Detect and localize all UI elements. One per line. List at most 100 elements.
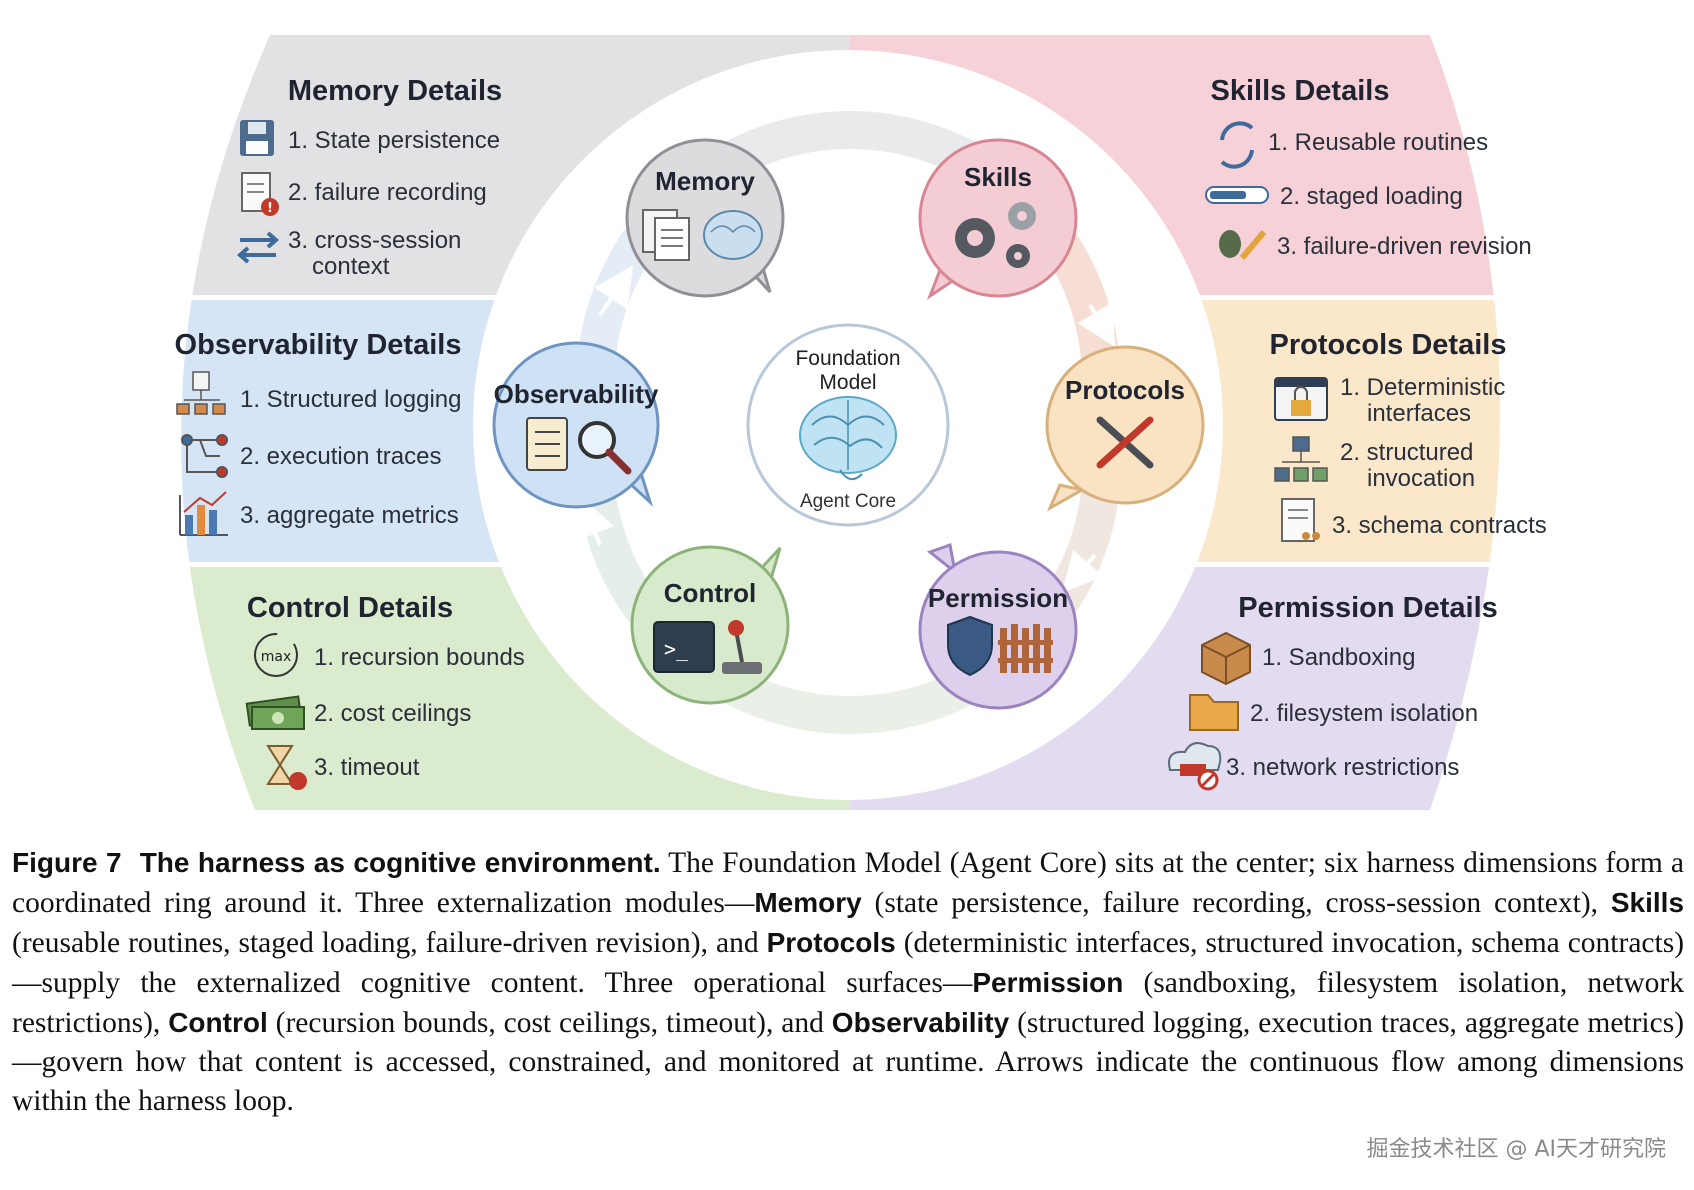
money-stack-icon [245,695,305,730]
gears-icon [955,202,1036,268]
progress-bar-icon [1205,186,1269,204]
magnifier-icon [578,421,632,475]
cloud-blocked-icon [1168,742,1222,791]
memory-item-1: 1. State persistence [288,127,500,154]
org-chart-icon [1274,436,1328,482]
skills-item-2: 2. staged loading [1280,183,1463,210]
permission-item-1: 1. Sandboxing [1262,644,1415,671]
caption-bold-control: Control [168,1007,268,1038]
protocols-item-1-cont: interfaces [1367,400,1471,427]
control-item-3: 3. timeout [314,754,420,781]
permission-item-3: 3. network restrictions [1226,754,1459,781]
caption-text-7: (structured logging, execution traces, a… [12,1007,1685,1117]
hierarchy-icon [176,371,226,415]
protocols-item-3: 3. schema contracts [1332,512,1547,539]
sync-arrows-icon [236,231,280,264]
protocols-bubble-label: Protocols [1065,375,1185,405]
protocols-item-2-cont: invocation [1367,465,1475,492]
harness-diagram: Foundation Model Agent Core Memory [175,35,1547,810]
svg-text:>_: >_ [664,637,689,661]
observability-bubble-label: Observability [494,379,659,409]
arrow-observability-to-memory [594,265,634,317]
figure-title: The harness as cognitive environment. [139,847,661,878]
folder-icon [1189,694,1239,731]
arrow-memory-to-skills [861,156,925,197]
control-bubble: Control >_ [630,545,790,705]
caption-text-4: (deterministic interfaces, structured in… [12,927,1685,999]
protocols-bubble: Protocols [1045,345,1205,512]
bug-pencil-icon [1219,230,1267,260]
skills-bubble-label: Skills [964,162,1032,192]
documents-icon [642,209,690,261]
caption-bold-skills: Skills [1610,887,1685,918]
brain-icon [799,396,897,481]
core-title-line2: Model [819,371,876,394]
locked-window-icon [1274,377,1328,421]
control-bubble-label: Control [664,578,756,608]
control-details-panel: Control Details max 1. recursion bounds … [245,592,525,790]
fence-icon [998,624,1053,673]
core-title-line1: Foundation [795,347,900,370]
shield-icon [947,615,993,677]
control-item-2: 2. cost ceilings [314,700,471,727]
observability-bubble: Observability [492,341,660,509]
permission-details-panel: Permission Details 1. Sandboxing 2. file… [1168,592,1498,791]
memory-bubble-label: Memory [655,166,755,196]
schema-document-icon [1281,498,1320,542]
hourglass-icon [266,745,307,790]
caption-text-2: (state persistence, failure recording, c… [874,887,1599,919]
permission-details-title: Permission Details [1238,592,1498,624]
skills-item-3: 3. failure-driven revision [1277,233,1532,260]
skills-item-1: 1. Reusable routines [1268,129,1488,156]
checklist-icon [526,417,568,471]
skills-bubble: Skills [918,138,1078,300]
bar-chart-icon [179,491,228,536]
permission-item-2: 2. filesystem isolation [1250,700,1478,727]
arrow-skills-to-protocols [1077,302,1116,348]
protocols-details-panel: Protocols Details 1. Deterministic inter… [1270,329,1547,542]
core-subtitle: Agent Core [800,491,896,512]
memory-details-panel: Memory Details 1. State persistence ! 2.… [236,75,502,280]
permission-bubble: Permission [918,543,1078,710]
figure-caption: Figure 7 The harness as cognitive enviro… [12,843,1684,1121]
caption-text-6: (recursion bounds, cost ceilings, timeou… [275,1007,824,1039]
arrow-protocols-to-permission [1061,549,1104,594]
protocols-details-title: Protocols Details [1270,329,1507,361]
caption-text-5: (sandboxing, filesystem isolation, netwo… [12,967,1685,1039]
caption-text-1: The Foundation Model (Agent Core) sits a… [12,847,1685,919]
caption-bold-memory: Memory [754,887,862,918]
memory-item-2: 2. failure recording [288,179,487,206]
watermark: 掘金技术社区 @ AI天才研究院 [1366,1137,1666,1162]
flow-arrows [576,156,1116,695]
box-icon [1201,631,1251,686]
brain-icon [703,210,763,260]
max-loop-icon: max [254,633,298,677]
observability-details-panel: Observability Details 1. Structured logg… [175,329,462,536]
observability-item-3: 3. aggregate metrics [240,502,459,529]
observability-item-2: 2. execution traces [240,443,441,470]
control-item-1: 1. recursion bounds [314,644,525,671]
skills-details-title: Skills Details [1211,75,1390,107]
caption-bold-observability: Observability [831,1007,1010,1038]
protocols-item-1: 1. Deterministic [1340,374,1505,401]
floppy-disk-icon [240,120,274,156]
caption-bold-protocols: Protocols [766,927,896,958]
tools-icon [1096,416,1154,469]
skills-details-panel: Skills Details 1. Reusable routines 2. s… [1205,75,1532,260]
refresh-icon [1220,121,1254,169]
trace-icon [181,434,228,478]
memory-item-3-cont: context [312,253,390,280]
memory-details-title: Memory Details [288,75,502,107]
memory-item-3: 3. cross-session [288,227,461,254]
caption-bold-permission: Permission [972,967,1124,998]
svg-text:!: ! [267,201,273,216]
protocols-item-2: 2. structured [1340,439,1473,466]
arrow-control-to-observability [576,496,614,546]
caption-text-3: (reusable routines, staged loading, fail… [12,927,759,959]
observability-details-title: Observability Details [175,329,462,361]
max-badge-text: max [261,649,292,665]
terminal-icon: >_ [653,621,715,673]
document-error-icon: ! [241,172,279,216]
foundation-model-core: Foundation Model Agent Core [746,323,950,527]
permission-bubble-label: Permission [928,583,1068,613]
